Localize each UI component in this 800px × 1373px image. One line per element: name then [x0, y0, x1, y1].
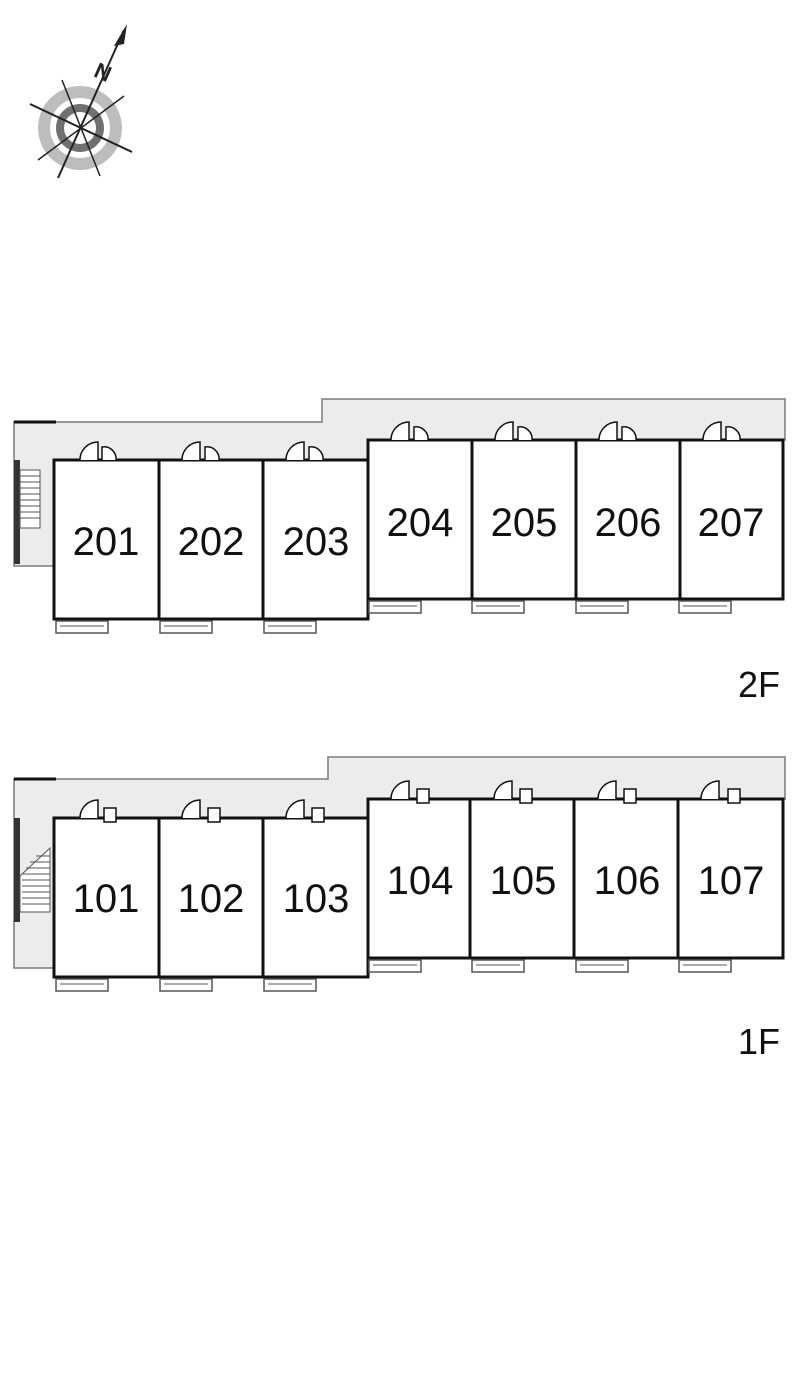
unit-label: 207 [698, 501, 765, 545]
unit-106: 106 [572, 780, 680, 973]
unit-205: 205 [470, 421, 578, 614]
unit-206: 206 [574, 421, 682, 614]
unit-102: 102 [157, 799, 265, 992]
unit-label: 202 [178, 520, 245, 564]
floor-label-2f: 2F [738, 664, 780, 705]
unit-label: 201 [73, 520, 140, 564]
unit-label: 206 [595, 501, 662, 545]
unit-201: 201 [52, 441, 161, 634]
unit-label: 203 [283, 520, 350, 564]
compass-icon: N [29, 24, 133, 179]
unit-label: 204 [387, 501, 454, 545]
unit-103: 103 [261, 799, 370, 992]
unit-203: 203 [261, 441, 370, 634]
unit-207: 207 [678, 421, 785, 614]
unit-105: 105 [468, 780, 576, 973]
unit-label: 107 [698, 859, 765, 903]
unit-label: 102 [178, 877, 245, 921]
unit-204: 204 [366, 421, 474, 614]
unit-label: 103 [283, 877, 350, 921]
north-label: N [91, 58, 116, 87]
unit-label: 106 [594, 859, 661, 903]
floor-label-1f: 1F [738, 1021, 780, 1062]
staircase-1f [14, 818, 51, 922]
unit-107: 107 [676, 780, 785, 973]
unit-label: 105 [490, 859, 557, 903]
floor-plan-1f: 101 102 103 104 [13, 756, 786, 1062]
staircase-2f [14, 460, 41, 564]
unit-label: 104 [387, 859, 454, 903]
unit-104: 104 [366, 780, 472, 973]
unit-202: 202 [157, 441, 265, 634]
unit-101: 101 [52, 799, 161, 992]
floor-plan-2f: 201 202 203 204 [13, 398, 786, 705]
unit-label: 101 [73, 877, 140, 921]
unit-label: 205 [491, 501, 558, 545]
